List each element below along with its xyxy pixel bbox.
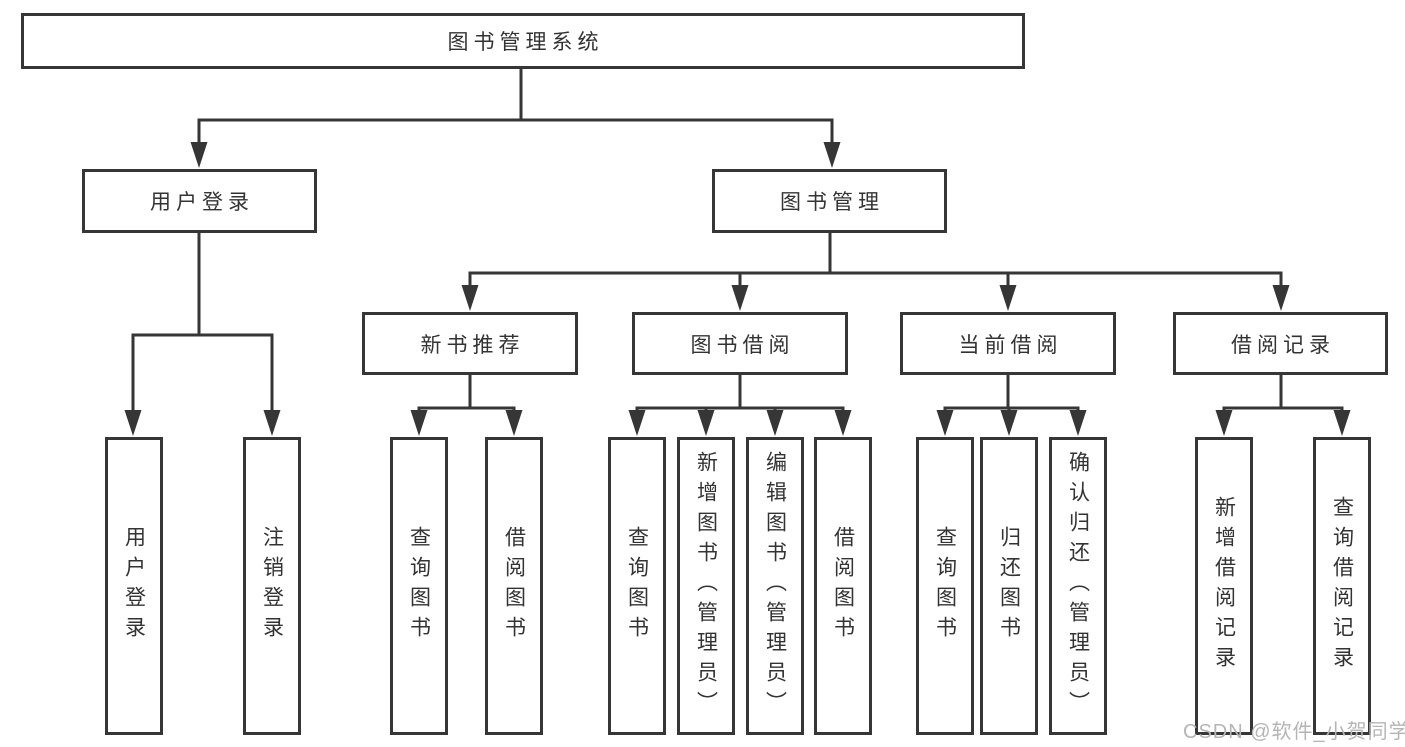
node-borrow-records-label: 借阅记录 <box>1231 333 1335 357</box>
leaf-node-edit-book-admin: 编辑图书（管理员） <box>746 437 804 735</box>
leaf-label: 查询借阅记录 <box>1330 496 1354 676</box>
node-new-book-recommend-label: 新书推荐 <box>420 333 525 357</box>
leaf-label: 注销登录 <box>260 526 284 646</box>
node-new-book-recommend: 新书推荐 <box>362 312 578 375</box>
leaf-node-user-login: 用户登录 <box>105 437 163 735</box>
node-current-borrow: 当前借阅 <box>900 312 1116 375</box>
leaf-node-logout: 注销登录 <box>243 437 301 735</box>
leaf-node-query-book-3: 查询图书 <box>916 437 974 735</box>
leaf-label: 查询图书 <box>625 526 649 646</box>
node-borrow-records: 借阅记录 <box>1173 312 1388 375</box>
node-user-login: 用户登录 <box>82 169 317 233</box>
leaf-node-borrow-book-1: 借阅图书 <box>485 437 543 735</box>
leaf-node-add-book-admin: 新增图书（管理员） <box>677 437 735 735</box>
leaf-label: 编辑图书（管理员） <box>763 451 787 721</box>
leaf-label: 查询图书 <box>933 526 957 646</box>
leaf-node-query-book-2: 查询图书 <box>608 437 666 735</box>
node-root-label: 图书管理系统 <box>447 31 604 54</box>
node-book-borrow-label: 图书借阅 <box>690 333 795 357</box>
leaf-label: 借阅图书 <box>831 526 855 646</box>
leaf-label: 借阅图书 <box>502 526 526 646</box>
node-book-borrow: 图书借阅 <box>632 312 848 375</box>
leaf-label: 用户登录 <box>122 526 146 646</box>
node-book-management-label: 图书管理 <box>780 191 884 214</box>
node-current-borrow-label: 当前借阅 <box>958 333 1063 357</box>
leaf-node-return-book: 归还图书 <box>980 437 1038 735</box>
leaf-node-query-book-1: 查询图书 <box>390 437 448 735</box>
leaf-node-add-borrow-record: 新增借阅记录 <box>1195 437 1253 735</box>
leaf-label: 查询图书 <box>407 526 431 646</box>
watermark: CSDN @软件_小贺同学 <box>1183 721 1405 743</box>
leaf-node-borrow-book-2: 借阅图书 <box>814 437 872 735</box>
node-root: 图书管理系统 <box>21 13 1025 69</box>
leaf-label: 新增图书（管理员） <box>694 451 718 721</box>
node-book-management: 图书管理 <box>712 169 947 233</box>
leaf-label: 新增借阅记录 <box>1212 496 1236 676</box>
node-user-login-label: 用户登录 <box>150 191 254 214</box>
leaf-node-query-borrow-record: 查询借阅记录 <box>1313 437 1371 735</box>
leaf-node-confirm-return-admin: 确认归还（管理员） <box>1049 437 1107 735</box>
leaf-label: 归还图书 <box>997 526 1021 646</box>
leaf-label: 确认归还（管理员） <box>1066 451 1090 721</box>
